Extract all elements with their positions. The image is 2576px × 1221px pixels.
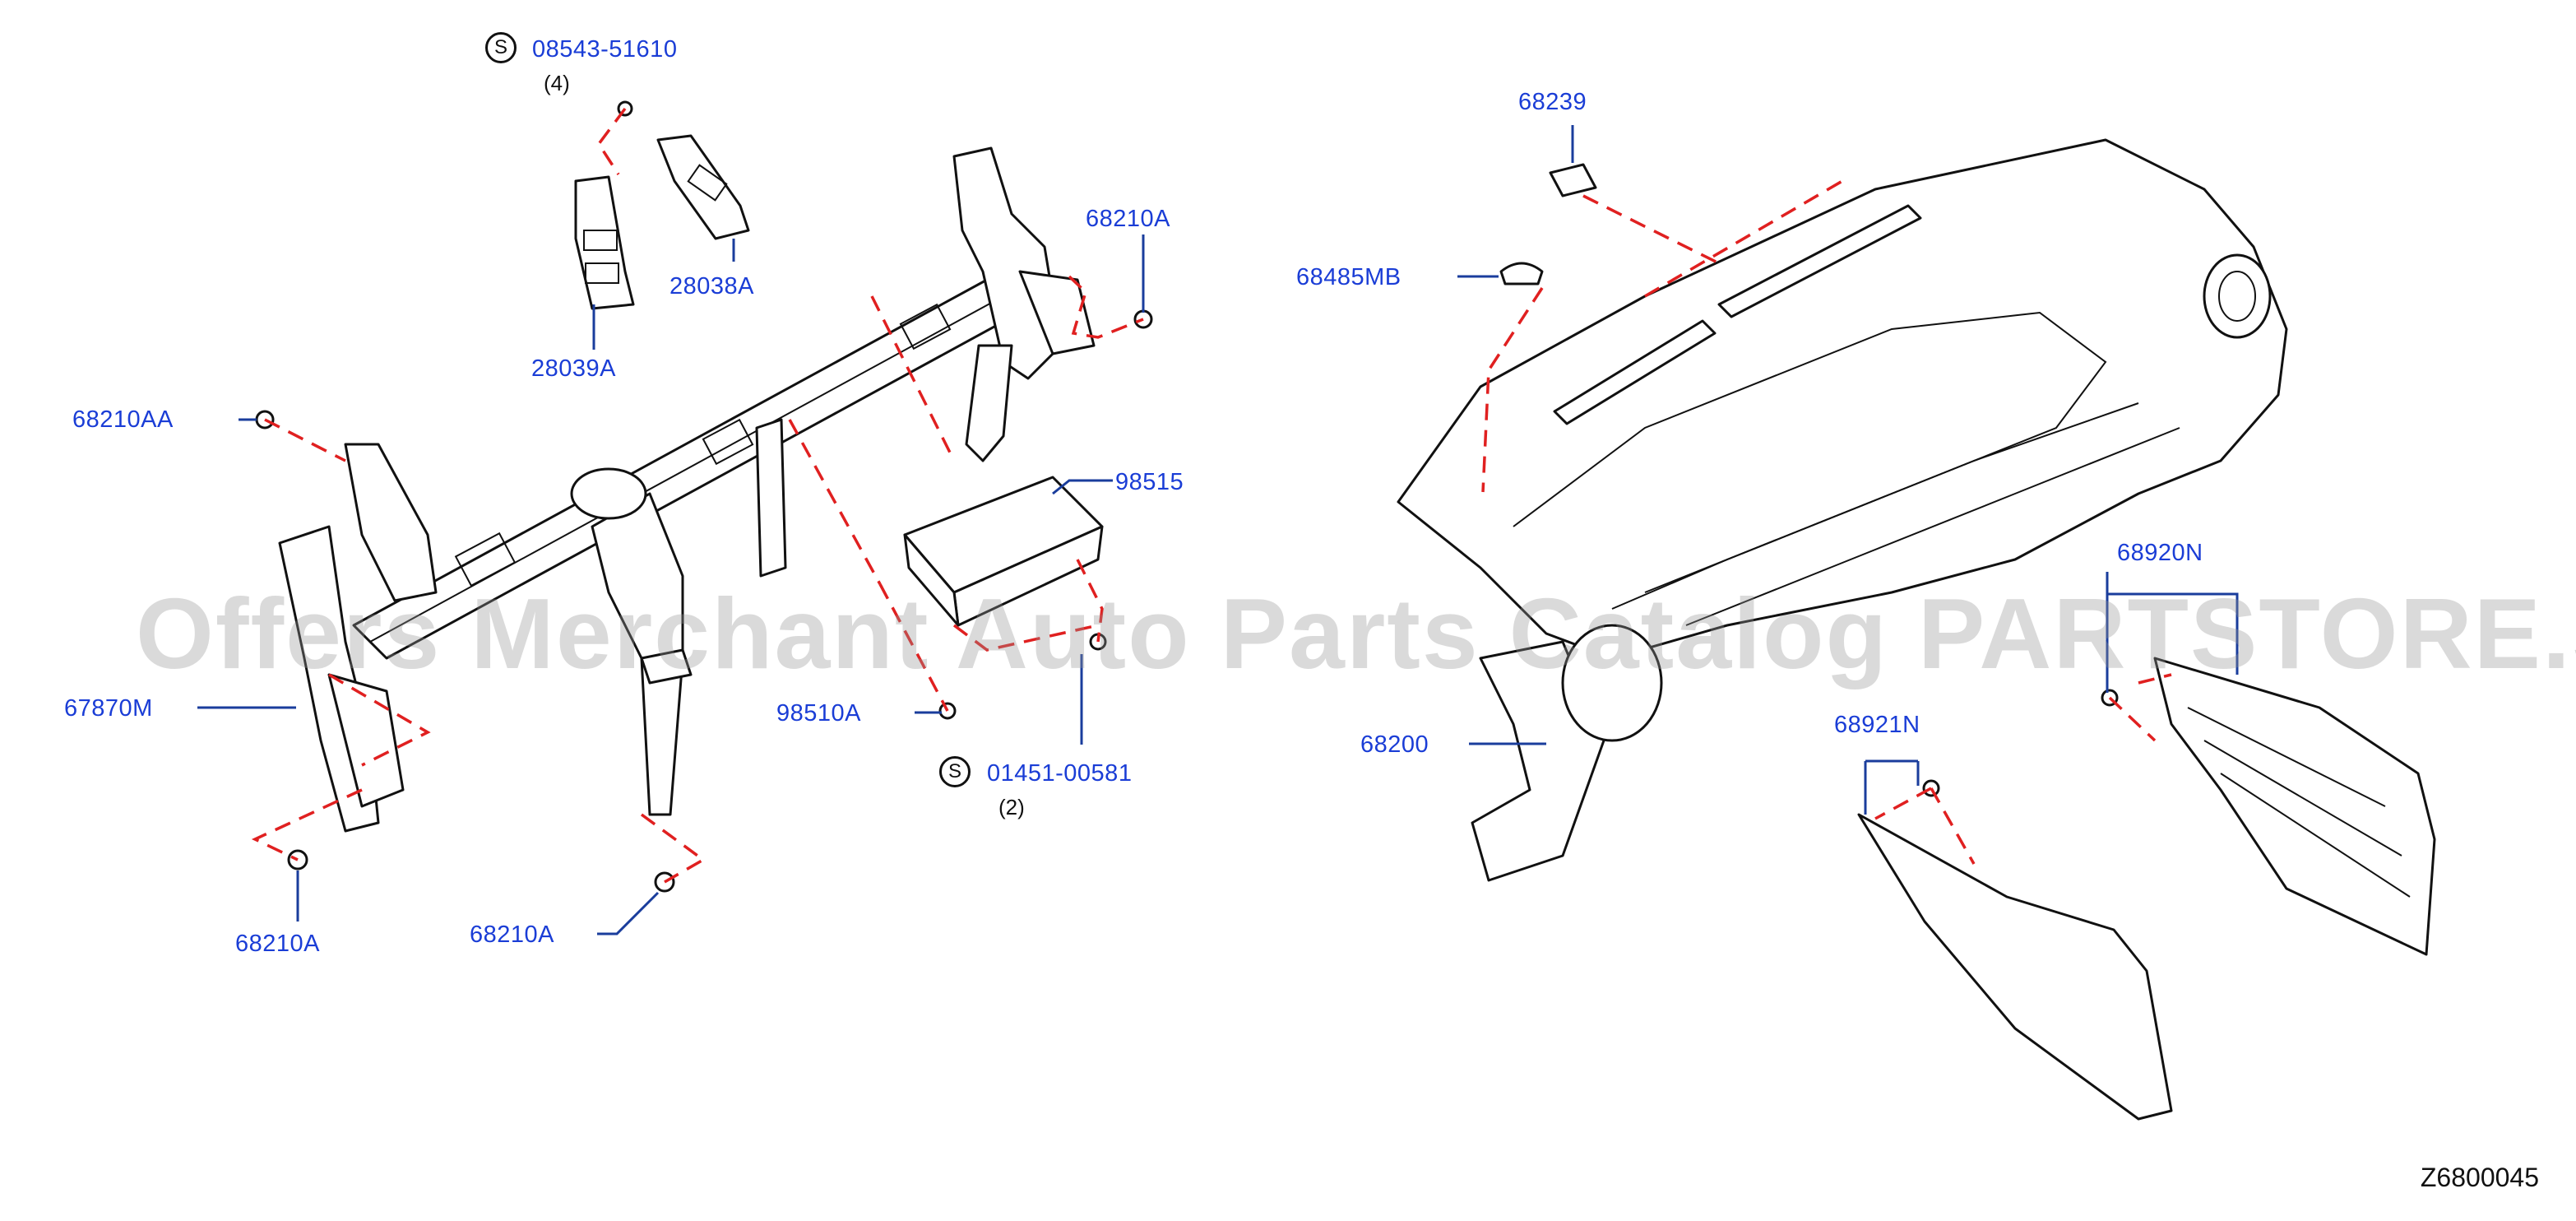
part-qty-01451-00581: (2): [998, 795, 1025, 819]
part-label-68210a-top[interactable]: 68210A: [1086, 206, 1170, 232]
bracket-28038a-drawing: [656, 134, 750, 240]
bracket-28039a-drawing: [574, 175, 635, 310]
part-label-68920n[interactable]: 68920N: [2117, 540, 2203, 566]
steering-member-drawing: [278, 146, 1096, 833]
assembly-lines: [251, 107, 2172, 884]
leader-lines: [197, 125, 2239, 935]
watermark: Offers Merchant Auto Parts Catalog PARTS…: [136, 578, 2576, 689]
part-label-68200[interactable]: 68200: [1360, 731, 1429, 758]
part-label-68210aa[interactable]: 68210AA: [72, 406, 174, 433]
part-label-68210a-bottom-left[interactable]: 68210A: [235, 931, 320, 957]
diagram-code: Z6800045: [2420, 1163, 2539, 1192]
part-label-98515[interactable]: 98515: [1115, 469, 1184, 495]
part-label-28039a[interactable]: 28039A: [531, 355, 616, 382]
lower-cover-68920n-drawing: [2153, 657, 2436, 956]
part-label-08543-51610[interactable]: 08543-51610: [532, 36, 678, 63]
part-label-98510a[interactable]: 98510A: [776, 700, 861, 727]
part-label-67870m[interactable]: 67870M: [64, 695, 153, 722]
lower-cover-68921n-drawing: [1857, 813, 2173, 1121]
part-label-68921n[interactable]: 68921N: [1834, 712, 1920, 738]
standard-part-symbol-01451: S: [939, 756, 971, 787]
part-label-28038a[interactable]: 28038A: [669, 273, 754, 299]
part-label-01451-00581[interactable]: 01451-00581: [987, 760, 1133, 787]
standard-part-symbol-08543: S: [485, 32, 517, 63]
part-label-68485mb[interactable]: 68485MB: [1296, 264, 1402, 290]
part-label-68239[interactable]: 68239: [1518, 89, 1587, 115]
cap-68485mb-drawing: [1499, 262, 1544, 286]
part-label-68210a-bottom-center[interactable]: 68210A: [470, 922, 554, 948]
part-qty-08543-51610: (4): [544, 71, 570, 95]
instrument-panel-drawing: [1397, 138, 2288, 882]
pad-68239-drawing: [1549, 163, 1597, 197]
airbag-module-drawing: [903, 476, 1104, 627]
